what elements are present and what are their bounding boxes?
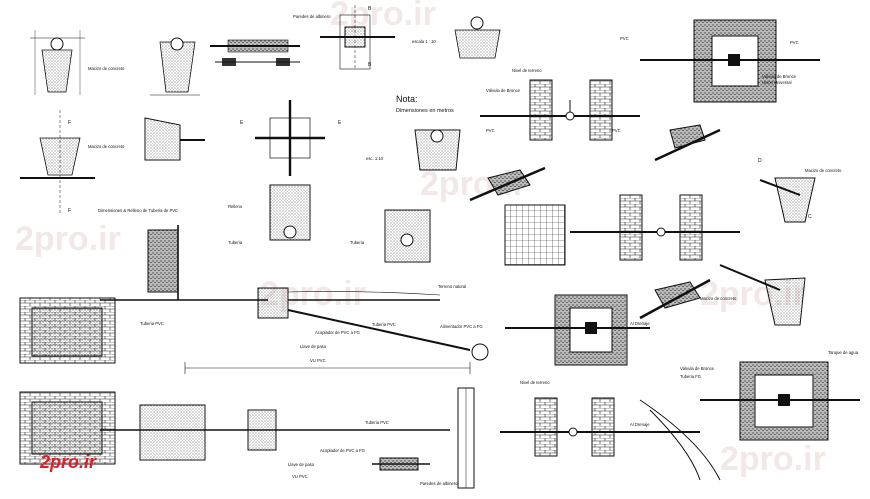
grid-plan bbox=[504, 204, 566, 266]
relleno-label: Relleno bbox=[228, 204, 243, 209]
valve-box-plan-bottom: Válvula de Bronce Tuberia FG Tanque de a… bbox=[680, 350, 860, 441]
section-e-left: E bbox=[240, 120, 244, 126]
valve-label-3: Válvula de Bronce bbox=[680, 366, 715, 371]
macizo-section-d: esc. 1:10 bbox=[366, 129, 461, 171]
terreno-label: Terreno natural bbox=[438, 284, 466, 289]
tuberia-fg-label: Tuberia FG bbox=[680, 374, 701, 379]
tuberia-label: Tuberia bbox=[350, 240, 365, 245]
vertical-pipe: Paredes de albinero bbox=[420, 387, 475, 489]
macizo-label: Macizo de concreto bbox=[805, 168, 842, 173]
acoplador-label: Acoplador de PVC a FG bbox=[320, 448, 365, 453]
paredes-label: Paredes de albinero bbox=[293, 14, 331, 19]
macizo-label: Macizo de concreto bbox=[700, 296, 737, 301]
watermark: 2pro.ir bbox=[720, 440, 826, 478]
macizo-label: Macizo de concreto bbox=[88, 144, 125, 149]
valve-label: Válvula de Bronce bbox=[762, 74, 797, 79]
section-c-mark: C bbox=[808, 214, 812, 220]
valve-box-section-1: Nivel de terreno Válvula de Bronce PVC P… bbox=[480, 68, 640, 141]
tanque-label: Tanque de agua bbox=[828, 350, 859, 355]
section-b-top: B bbox=[368, 6, 372, 12]
scale-note: esc. 1:10 bbox=[366, 156, 384, 161]
dimension-line bbox=[184, 362, 471, 374]
section-f-top: F bbox=[68, 120, 71, 126]
drenaje-label: Al Drenaje bbox=[630, 321, 650, 326]
iso-valve-1 bbox=[639, 278, 711, 320]
section-e-right: E bbox=[338, 120, 342, 126]
valve-label-2: Válvula de Bronce bbox=[486, 88, 521, 93]
section-b-plan: B B escala 1 : 10 bbox=[320, 5, 436, 70]
tank-elevation: Dimensiones & Relleno de Tuberia de PVC … bbox=[19, 208, 268, 364]
note-block: Nota: Dimensiones en metros bbox=[396, 94, 454, 114]
tank-plan-bottom: Tuberia PVC Acoplador de PVC a FG Llave … bbox=[19, 391, 450, 479]
pvc-label: PVC bbox=[620, 36, 629, 41]
paredes-label: Paredes de albinero bbox=[420, 481, 458, 486]
note-title: Nota: bbox=[396, 94, 418, 104]
union-label: Union Universal bbox=[762, 80, 792, 85]
valve-box-section-3: Nivel de terreno Al Drenaje bbox=[500, 380, 721, 481]
macizo-section-c2: Macizo de concreto bbox=[700, 264, 806, 326]
macizo-elevation-b bbox=[150, 37, 200, 96]
cross-joint-f: F F Macizo de concreto bbox=[20, 110, 205, 215]
pvc-label: PVC bbox=[790, 40, 799, 45]
macizo-section-d2: D C Macizo de concreto bbox=[758, 158, 842, 223]
scale-note: escala 1 : 10 bbox=[412, 39, 436, 44]
pvc-label: PVC bbox=[612, 128, 621, 133]
section-b-bottom: B bbox=[368, 62, 372, 68]
watermark-layer: 2pro.ir 2pro.ir 2pro.ir 2pro.ir 2pro.ir … bbox=[15, 0, 826, 478]
macizo-elevation-a: Macizo de concreto bbox=[30, 30, 125, 95]
valve-box-section-2 bbox=[570, 194, 740, 261]
section-f-bottom: F bbox=[68, 208, 71, 214]
vu-label: VU PVC bbox=[310, 358, 326, 363]
iso-fitting-2 bbox=[654, 124, 721, 162]
llave-label: Llave de paso bbox=[300, 344, 327, 349]
iso-fitting-1 bbox=[469, 166, 546, 202]
junction-box: Terreno natural Acoplador de PVC a FG Ll… bbox=[257, 284, 489, 363]
bottom-small-plan bbox=[372, 457, 430, 471]
acoplador-label: Acoplador de PVC a FG bbox=[315, 330, 360, 335]
macizo-label: Macizo de concreto bbox=[88, 66, 125, 71]
tuberia-label: Tuberia bbox=[228, 240, 243, 245]
cross-joint-e: E E bbox=[240, 100, 342, 176]
valve-box-plan-mid: Al Drenaje bbox=[505, 294, 650, 366]
pipe-plan-detail: Paredes de albinero bbox=[210, 14, 331, 66]
ground-label: Nivel de terreno bbox=[512, 68, 542, 73]
drenaje-label: Al Drenaje bbox=[630, 422, 650, 427]
ground-label: Nivel de terreno bbox=[520, 380, 550, 385]
header-label: Dimensiones & Relleno de Tuberia de PVC bbox=[98, 208, 178, 213]
alimentador-label: Alimentador PVC a FG bbox=[440, 324, 483, 329]
note-subtitle: Dimensiones en metros bbox=[396, 108, 454, 114]
tuberia-pvc-label: Tuberia PVC bbox=[365, 420, 389, 425]
brand-logo: 2pro.ir bbox=[39, 452, 97, 472]
tuberia-pvc-label: Tuberia PVC bbox=[372, 322, 396, 327]
tuberia-pvc-label: Tuberia PVC bbox=[140, 321, 164, 326]
valve-box-plan-top: PVC PVC Válvula de Bronce Union Universa… bbox=[620, 19, 820, 103]
watermark: 2pro.ir bbox=[15, 220, 121, 258]
pvc-label: PVC bbox=[486, 128, 495, 133]
trench-section-2: Tuberia bbox=[350, 209, 431, 263]
trench-section-1: Relleno Tuberia bbox=[228, 184, 311, 245]
macizo-section-c bbox=[454, 16, 501, 59]
vu-label: VU PVC bbox=[292, 474, 308, 479]
section-d-left: D bbox=[758, 158, 762, 164]
llave-label: Llave de paso bbox=[288, 462, 315, 467]
